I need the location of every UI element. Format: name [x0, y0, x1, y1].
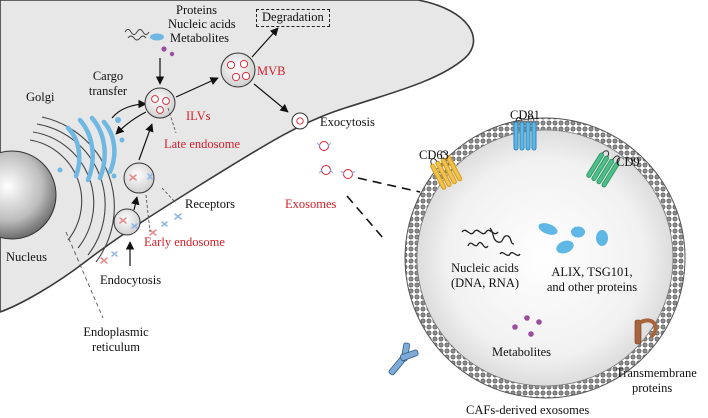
label-nucleic-acids-dna-rna-2: (DNA, RNA) — [450, 276, 520, 290]
er-pointer — [65, 231, 104, 319]
alix-protein-icons — [538, 223, 608, 254]
label-mvb: MVB — [257, 64, 286, 78]
early-endosome-vesicle-upper — [123, 162, 155, 194]
mvb-ilvs — [226, 59, 251, 82]
endosome-to-mvb-arrow — [175, 77, 219, 98]
label-exosomes: Exosomes — [285, 197, 337, 211]
early-endosome-vesicle — [113, 208, 141, 236]
metabolite-dots — [512, 315, 542, 337]
label-er-2: reticulum — [92, 340, 140, 354]
zoom-line-top — [357, 177, 421, 193]
cd63-icon — [430, 151, 463, 190]
label-alix-1: ALIX, TSG101, — [551, 265, 633, 279]
nucleic-acid-strands — [461, 227, 521, 257]
ilv-pointer — [167, 107, 177, 134]
label-cargo-transfer-1: Cargo — [92, 69, 124, 83]
label-nucleic-acids-dna-rna-1: Nucleic acids — [451, 261, 519, 275]
label-cd9: CD9 — [616, 155, 640, 169]
mvb-to-degradation-arrow — [251, 27, 279, 58]
label-golgi: Golgi — [26, 90, 55, 104]
label-metabolites-top: Metabolites — [170, 31, 230, 45]
mvb-to-exocytosis-arrow — [253, 83, 289, 113]
label-cafs-exosomes: CAFs-derived exosomes — [466, 403, 590, 417]
late-endosome-vesicle — [144, 87, 176, 119]
ilv-icons — [151, 95, 170, 114]
cargo-molecules — [124, 29, 175, 57]
label-cd81: CD81 — [510, 108, 540, 122]
label-transmembrane-2: proteins — [632, 381, 673, 395]
cell-membrane — [0, 0, 475, 313]
released-exosomes — [316, 141, 356, 179]
label-er-1: Endoplasmic — [83, 325, 149, 339]
cargo-transfer-arrow-back — [115, 111, 147, 135]
label-cd63: CD63 — [419, 148, 449, 162]
cd81-icon — [513, 115, 537, 151]
label-degradation: Degradation — [256, 9, 330, 27]
receptor-icons — [100, 173, 182, 264]
label-endocytosis: Endocytosis — [100, 273, 162, 287]
label-late-endosome: Late endosome — [164, 137, 241, 151]
exosome-detail — [404, 117, 686, 399]
mvb-vesicle — [220, 52, 256, 88]
label-exocytosis: Exocytosis — [320, 115, 375, 129]
cargo-transfer-arrow — [111, 99, 147, 119]
label-early-endosome: Early endosome — [144, 235, 225, 249]
transmembrane-protein-icon — [634, 318, 658, 345]
y-receptor-icon — [388, 342, 419, 376]
label-ilvs: ILVs — [186, 109, 211, 123]
nucleus-icon — [0, 150, 57, 240]
label-alix-2: and other proteins — [546, 280, 638, 294]
label-nucleic-acids: Nucleic acids — [168, 17, 236, 31]
cd9-icon — [586, 150, 620, 188]
label-cargo-transfer-2: transfer — [88, 84, 128, 98]
label-metabolites-exo: Metabolites — [492, 345, 552, 359]
label-receptors: Receptors — [185, 197, 235, 211]
golgi-vesicles — [57, 117, 125, 179]
label-proteins: Proteins — [176, 3, 217, 17]
zoom-line-bottom — [346, 195, 384, 239]
label-nucleus: Nucleus — [6, 250, 47, 264]
golgi-icon — [65, 115, 117, 183]
label-transmembrane-1: Transmembrane — [616, 366, 697, 380]
